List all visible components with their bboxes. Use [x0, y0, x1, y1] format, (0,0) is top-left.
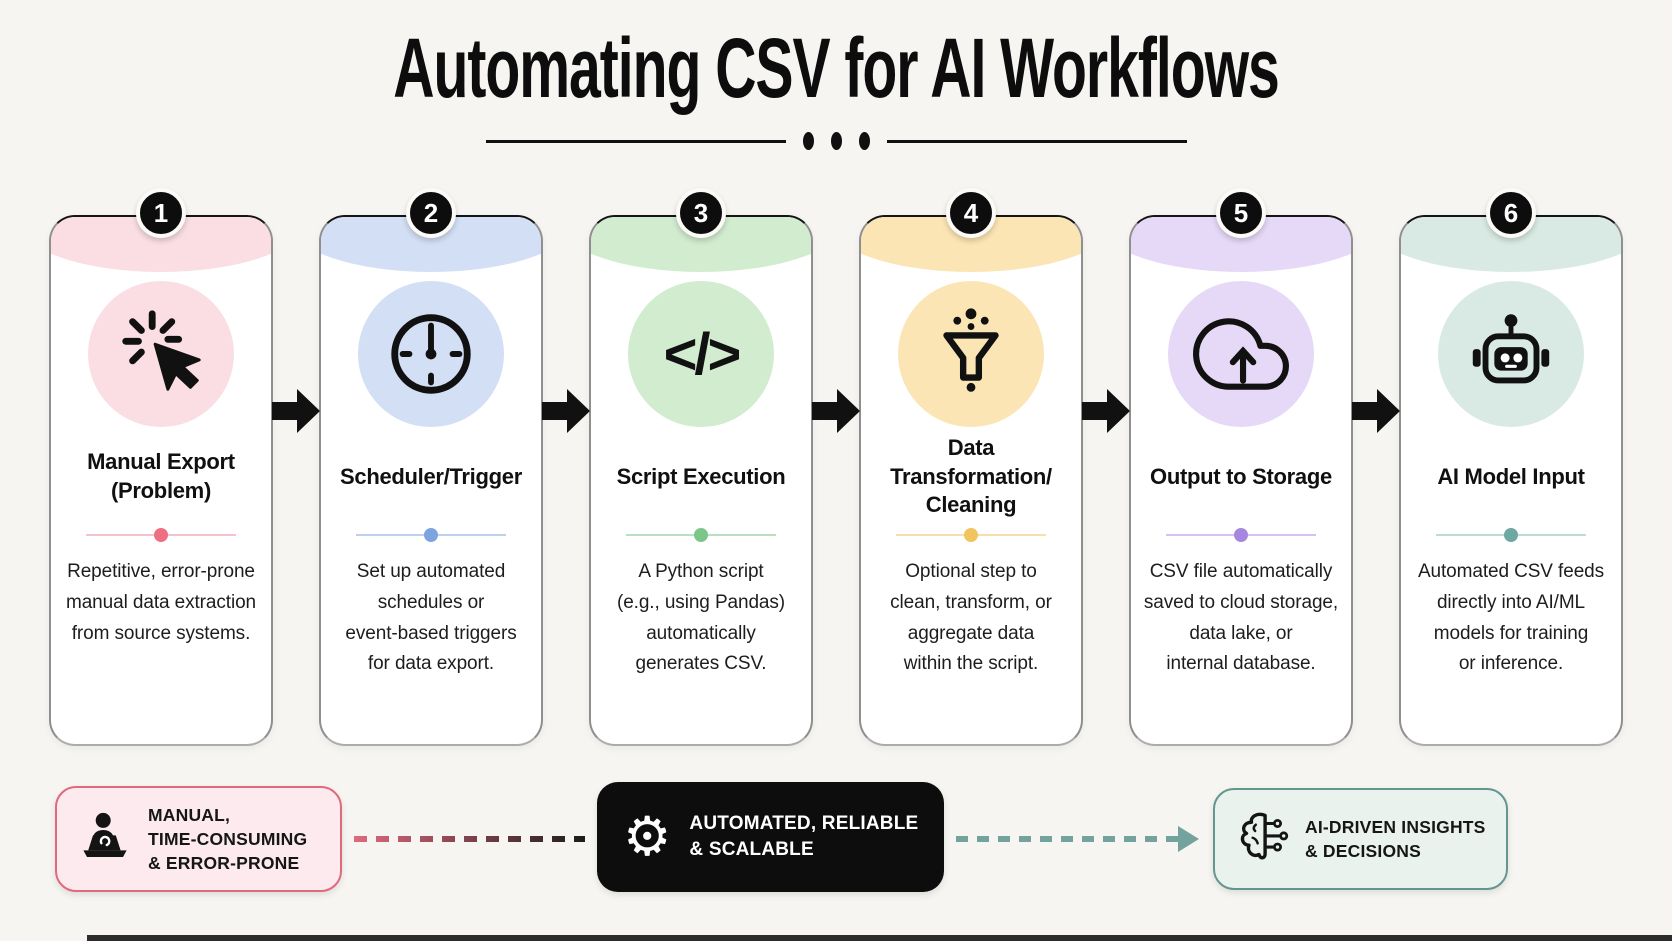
- cloud-upload-icon: [1193, 318, 1289, 390]
- arrow-right-icon: [542, 389, 590, 433]
- cursor-click-icon: [122, 310, 201, 391]
- step-card-manual-export: 1 Manual Export (Problem) Repetitive, er…: [49, 188, 273, 746]
- bottom-bar: [87, 935, 1672, 941]
- funnel-icon: [943, 308, 999, 392]
- person-laptop-icon: [83, 812, 127, 857]
- step-number: 3: [693, 197, 709, 228]
- header: Automating CSV for AI Workflows: [0, 21, 1672, 151]
- step-number: 6: [1503, 197, 1519, 228]
- step-card-ai-model-input: 6 AI Model Input Automated CSV feeds dir…: [1399, 188, 1623, 746]
- page-title: Automating CSV for AI Workflows: [393, 21, 1280, 115]
- step-card-script-execution: 3 </> Script Execution A Python script (…: [589, 188, 813, 746]
- title-divider: [0, 132, 1672, 151]
- step-number-badge: 3: [676, 188, 726, 238]
- flow-arrow: [1352, 385, 1400, 437]
- step-number: 1: [153, 197, 169, 228]
- step-title: Manual Export (Problem): [87, 449, 235, 503]
- step-card-scheduler: 2 Scheduler/Trigger Set up automated sch…: [319, 188, 543, 746]
- step-description: Set up automated schedules or event-base…: [345, 561, 517, 675]
- step-divider: [1436, 527, 1586, 543]
- step-description: CSV file automatically saved to cloud st…: [1143, 561, 1339, 675]
- divider-rule-right: [886, 139, 1187, 143]
- outcome-manual-badge: MANUAL, TIME-CONSUMING & ERROR-PRONE: [55, 786, 342, 892]
- step-description: A Python script (e.g., using Pandas) aut…: [616, 561, 786, 675]
- connector-manual-to-automated: [354, 836, 585, 842]
- divider-rule-left: [485, 139, 786, 143]
- flow-arrow: [542, 385, 590, 437]
- outcome-label: AUTOMATED, RELIABLE & SCALABLE: [689, 812, 919, 860]
- flow-arrow: [272, 385, 320, 437]
- step-card-output-storage: 5 Output to Storage CSV file automatical…: [1129, 188, 1353, 746]
- arrow-right-icon: [272, 389, 320, 433]
- step-divider: [1166, 527, 1316, 543]
- divider-dot: [830, 132, 842, 151]
- step-divider: [626, 527, 776, 543]
- step-description: Repetitive, error-prone manual data extr…: [65, 561, 257, 644]
- step-title: Output to Storage: [1150, 463, 1332, 489]
- divider-dot: [858, 132, 870, 151]
- flow-arrow: [812, 385, 860, 437]
- step-divider: [86, 527, 236, 543]
- code-icon: </>: [663, 321, 742, 387]
- step-number-badge: 1: [136, 188, 186, 238]
- brain-circuit-icon: [1240, 812, 1289, 860]
- outcome-label: MANUAL, TIME-CONSUMING & ERROR-PRONE: [148, 804, 308, 874]
- robot-icon: [1472, 314, 1550, 384]
- outcome-insights-badge: AI-DRIVEN INSIGHTS & DECISIONS: [1213, 788, 1508, 890]
- step-number-badge: 2: [406, 188, 456, 238]
- step-card-data-transformation: 4 Data Transformation/ Cleaning Optional…: [859, 188, 1083, 746]
- gear-icon: ⚙: [623, 805, 672, 868]
- divider-dot: [802, 132, 814, 151]
- outcome-label: AI-DRIVEN INSIGHTS & DECISIONS: [1305, 816, 1486, 861]
- step-title: Scheduler/Trigger: [340, 463, 522, 489]
- step-number: 5: [1233, 197, 1249, 228]
- arrow-right-icon: [1352, 389, 1400, 433]
- connector-automated-to-insights: [956, 836, 1178, 842]
- workflow-steps-row: 1 Manual Export (Problem) Repetitive, er…: [49, 188, 1623, 746]
- flow-arrow: [1082, 385, 1130, 437]
- step-number-badge: 5: [1216, 188, 1266, 238]
- outcome-automated-badge: ⚙ AUTOMATED, RELIABLE & SCALABLE: [597, 782, 944, 892]
- step-divider: [896, 527, 1046, 543]
- step-number-badge: 4: [946, 188, 996, 238]
- arrow-right-icon: [1082, 389, 1130, 433]
- clock-icon: [391, 314, 471, 394]
- step-divider: [356, 527, 506, 543]
- step-description: Optional step to clean, transform, or ag…: [890, 561, 1052, 675]
- step-description: Automated CSV feeds directly into AI/ML …: [1417, 561, 1605, 675]
- step-number-badge: 6: [1486, 188, 1536, 238]
- arrow-right-icon: [812, 389, 860, 433]
- step-title: AI Model Input: [1437, 463, 1585, 489]
- step-number: 2: [423, 197, 439, 228]
- step-title: Script Execution: [616, 463, 786, 489]
- step-number: 4: [963, 197, 979, 228]
